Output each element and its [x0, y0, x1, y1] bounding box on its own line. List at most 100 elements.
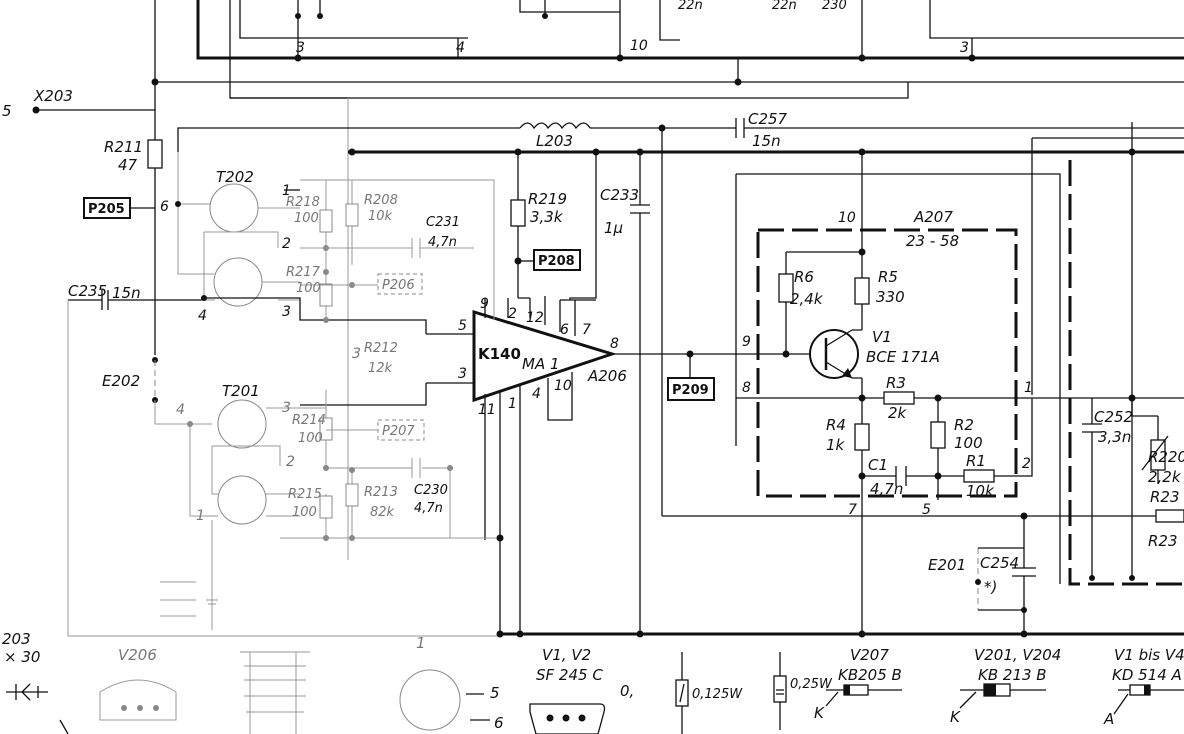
r217-value: 100 [296, 281, 321, 296]
capacitor-c235: C235 15n [67, 282, 500, 637]
ic-pin-1: 1 [508, 396, 517, 412]
r1-value: 10k [966, 482, 995, 500]
svg-text:1: 1 [196, 508, 205, 524]
top-bus: 3 4 10 3 22n 22n 230 [151, 0, 1184, 560]
capacitor-c257: C257 15n [658, 110, 1184, 516]
legend-kb2058: KB205 B [838, 666, 902, 684]
a207-pin-10: 10 [838, 210, 856, 226]
legend-sf245: SF 245 C [536, 666, 603, 684]
top-value-c: 230 [822, 0, 847, 13]
r217-ref: R217 [286, 265, 321, 280]
bus-label-3-left: 3 [296, 40, 305, 56]
a207-pin-5: 5 [922, 502, 931, 518]
svg-text:1: 1 [282, 183, 291, 199]
r214-value: 100 [298, 431, 323, 446]
e202-label: E202 [102, 372, 140, 390]
r214-ref: R214 [292, 413, 326, 428]
p205-pin: 6 [160, 199, 169, 215]
transistor-t202: T202 1 2 3 4 [175, 152, 427, 334]
capacitor-c233: C233 1µ [600, 152, 650, 634]
module-a207: A207 23 - 58 10 9 8 1 2 7 5 [662, 152, 1184, 634]
c257-ref: C257 [748, 110, 788, 128]
legend-v1v2: V1, V2 [542, 646, 591, 664]
r2-value: 100 [954, 434, 983, 452]
top-value-a: 22n [678, 0, 703, 13]
ground-rail [496, 534, 1184, 638]
right-section: C252 3,3n R220 2,2k R23 R23 [1068, 122, 1184, 586]
svg-text:4: 4 [198, 308, 207, 324]
bus-label-3-right: 3 [960, 40, 969, 56]
c230-value: 4,7n [414, 501, 443, 516]
p206-label: P206 [382, 278, 415, 293]
ic-pin-3: 3 [458, 366, 467, 382]
legend-0125w: 0,125W [692, 687, 743, 702]
r219-value: 3,3k [530, 208, 564, 226]
legend-pin-6: 6 [494, 714, 504, 732]
r212-ref: R212 [364, 341, 398, 356]
legend-pin-1: 1 [416, 634, 426, 652]
faint-package-round: 5 6 1 [399, 634, 504, 732]
r220-value: 2,2k [1148, 468, 1182, 486]
r211-ref: R211 [104, 138, 143, 156]
legend-v1v4: V1 bis V4 [1114, 646, 1184, 664]
svg-text:2: 2 [282, 236, 291, 252]
r5-ref: R5 [878, 268, 898, 286]
r220-ref: R220 [1148, 448, 1184, 466]
transistor-package-v206 [99, 679, 177, 721]
ic-pin-8: 8 [610, 336, 619, 352]
a207-code: 23 - 58 [906, 232, 959, 250]
test-point-p208: P208 [533, 249, 581, 271]
c235-value: 15n [112, 284, 141, 302]
legend-203-value: × 30 [4, 648, 40, 666]
p207-label: P207 [382, 424, 415, 439]
svg-text:3: 3 [282, 304, 291, 320]
c231-ref: C231 [426, 215, 460, 230]
resistor-r211: R211 47 [104, 82, 163, 355]
test-point-p205: P205 6 [83, 197, 169, 219]
r4-value: 1k [826, 436, 846, 454]
ic-pin-6: 6 [560, 322, 569, 338]
legend-pin-5: 5 [490, 684, 500, 702]
c233-ref: C233 [600, 186, 639, 204]
c235-ref: C235 [68, 282, 107, 300]
connector-x203-label: X203 [33, 87, 73, 105]
r4-ref: R4 [826, 416, 846, 434]
connector-x203: 5 X203 [2, 87, 155, 120]
ic-pin-5: 5 [458, 318, 467, 334]
legend-sf245-extra: 0, [620, 682, 634, 700]
ic-a206-left-label: K140 [478, 345, 521, 363]
test-point-p209: P209 [667, 350, 715, 401]
resistor-symbol-025w [773, 652, 787, 730]
component-legend: 203 × 30 V206 5 6 1 V1, V2 SF 245 C 0, [2, 630, 1184, 734]
ic-a206-mid-label: MA 1 [522, 355, 560, 373]
legend-025w: 0,25W [790, 677, 833, 692]
ic-pin-12: 12 [526, 310, 544, 326]
resistor-network-upper: R218 100 R208 10k R217 100 C231 4,7n [286, 179, 495, 323]
legend-203-ref: 203 [2, 630, 31, 648]
r6-ref: R6 [794, 268, 814, 286]
faint-package-middle [240, 651, 310, 734]
v1-type: BCE 171A [866, 348, 940, 366]
svg-text:4: 4 [176, 402, 185, 418]
bus-label-10: 10 [630, 38, 648, 54]
resistor-symbol-0125w [675, 652, 689, 734]
top-value-b: 22n [772, 0, 797, 13]
r23-a-ref: R23 [1150, 488, 1180, 506]
c1-value: 4,7n [870, 480, 903, 498]
p208-label: P208 [538, 254, 575, 269]
ic-pin-9: 9 [480, 296, 489, 312]
a207-pin-2: 2 [1022, 456, 1031, 472]
r208-value: 10k [368, 209, 393, 224]
a207-pin-9: 9 [742, 334, 751, 350]
ic-a206: K140 MA 1 A206 9 2 12 6 7 8 5 3 11 1 4 1… [300, 152, 760, 634]
c254-ref: C254 [980, 554, 1019, 572]
r23-b-ref: R23 [1148, 532, 1178, 550]
r215-value: 100 [292, 505, 317, 520]
ic-pin-2: 2 [508, 306, 517, 322]
legend-kd514: KD 514 A [1112, 666, 1182, 684]
r208-ref: R208 [364, 193, 398, 208]
legend-v201-v204: V201, V204 [974, 646, 1061, 664]
r6-value: 2,4k [790, 290, 824, 308]
svg-text:3: 3 [352, 346, 361, 362]
legend-k1: K [814, 704, 825, 722]
